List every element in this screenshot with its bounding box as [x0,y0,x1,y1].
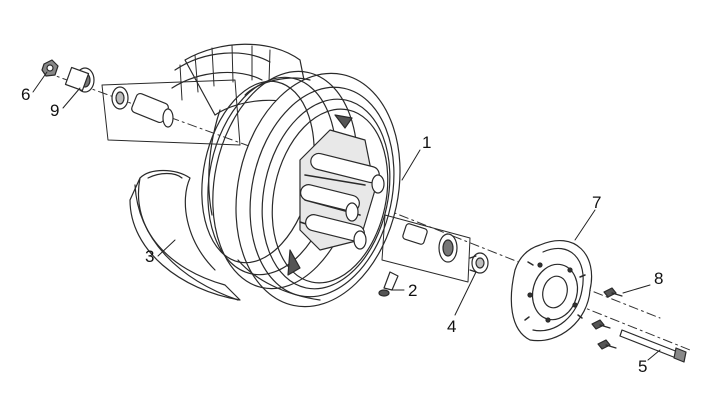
callout-4: 4 [447,317,456,336]
callout-9: 9 [50,101,59,120]
collar-right [402,223,428,245]
valve-part-2 [378,271,399,297]
callout-5: 5 [638,357,647,376]
callout-7: 7 [592,193,601,212]
wheel-hub [287,114,385,276]
spacer-part-4 [469,252,489,274]
disc-bolts-part-8 [591,287,623,350]
callout-labels: 1 2 3 4 5 6 7 8 9 [21,85,663,376]
callout-1: 1 [422,133,431,152]
collar-left [131,92,174,128]
nut-part-6 [41,59,59,77]
callout-2: 2 [408,281,417,300]
axle-bracket-right [381,214,471,283]
axle-bolt-part-5 [619,329,687,363]
axle-bracket-left [101,79,241,146]
brake-disc-part-7 [510,240,593,342]
leader-lines [32,71,661,361]
bearing-left [111,86,129,110]
oil-seal-part-9 [64,66,95,93]
callout-6: 6 [21,85,30,104]
callout-8: 8 [654,269,663,288]
bearing-right [438,233,458,263]
callout-3: 3 [145,247,154,266]
